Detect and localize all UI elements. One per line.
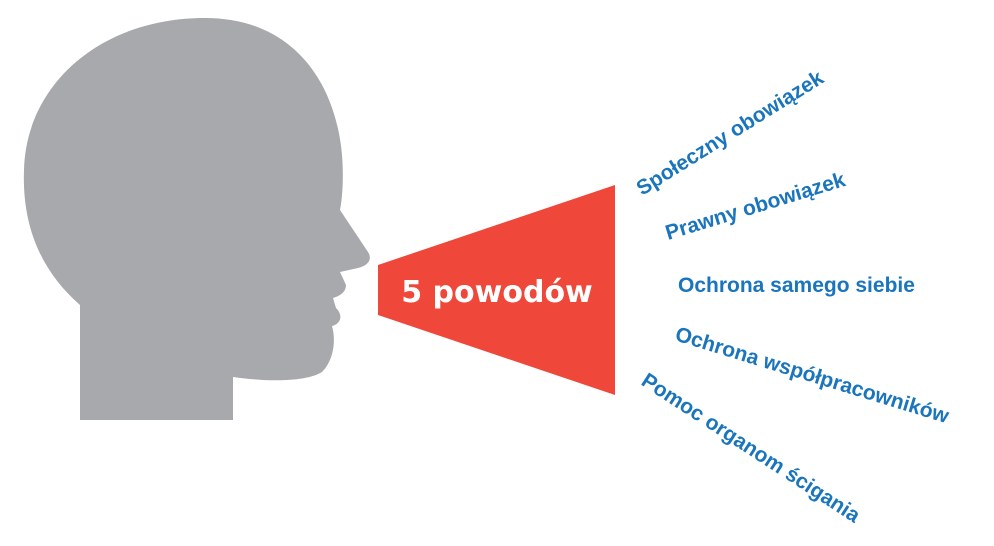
- reason-social-duty: Społeczny obowiązek: [632, 66, 828, 200]
- head-silhouette-icon: [23, 18, 370, 420]
- reason-self-protection: Ochrona samego siebie: [678, 274, 915, 297]
- speech-cone: [378, 185, 615, 395]
- center-label: 5 powodów: [401, 275, 593, 310]
- reason-legal-duty: Prawny obowiązek: [663, 168, 849, 245]
